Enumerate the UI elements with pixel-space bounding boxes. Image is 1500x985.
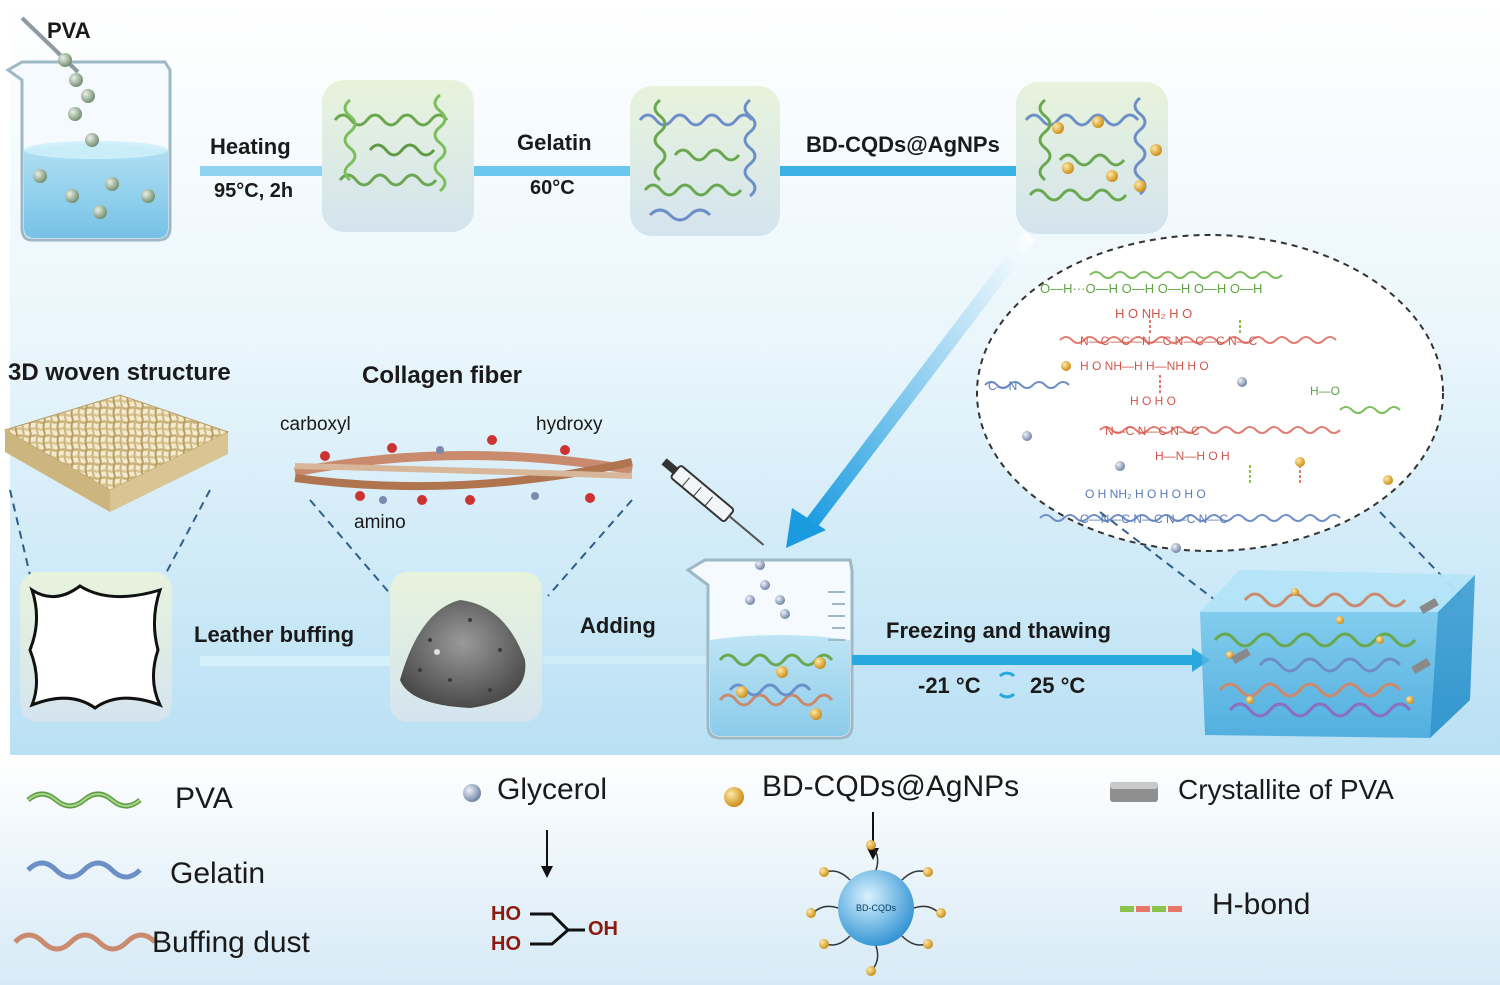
collagen-title: Collagen fiber bbox=[362, 362, 523, 389]
legend-crystallite-label: Crystallite of PVA bbox=[1178, 774, 1394, 805]
arrow-bdcqds bbox=[780, 166, 1018, 176]
buffing-dust-box bbox=[390, 572, 542, 722]
gelatin-step-condition: 60°C bbox=[530, 177, 575, 199]
syringe bbox=[661, 458, 765, 546]
carboxyl-label: carboxyl bbox=[280, 414, 351, 435]
legend-hbond-label: H-bond bbox=[1212, 888, 1311, 921]
mixing-beaker bbox=[685, 558, 854, 740]
glycerol-ho-bottom: HO bbox=[491, 933, 521, 955]
gelatin-step-label: Gelatin bbox=[517, 130, 592, 155]
amino-label: amino bbox=[354, 512, 406, 533]
leather-outline-box bbox=[20, 572, 172, 722]
heating-condition: 95°C, 2h bbox=[214, 180, 294, 202]
freeze-high-temp: 25 °C bbox=[1030, 673, 1086, 698]
legend-buffing-dust-swatch bbox=[13, 932, 157, 952]
freeze-thaw-label: Freezing and thawing bbox=[886, 618, 1111, 643]
bdcqds-core-label: BD-CQDs bbox=[856, 903, 896, 913]
legend-glycerol-label: Glycerol bbox=[497, 773, 608, 806]
glycerol-skeleton bbox=[530, 912, 585, 946]
hydroxy-label: hydroxy bbox=[536, 414, 603, 435]
arrow-heating bbox=[200, 166, 325, 176]
arrow-buffing bbox=[200, 656, 390, 666]
legend-bdcqds-label: BD-CQDs@AgNPs bbox=[762, 770, 1020, 803]
svg-text:C—N—C N—C N—C N—C: C—N—C N—C N—C N—C bbox=[1080, 512, 1228, 526]
zoom-line-right bbox=[1379, 511, 1461, 596]
bdcqds-sphere bbox=[806, 840, 946, 976]
arrow-adding bbox=[543, 656, 713, 664]
freeze-low-temp: -21 °C bbox=[918, 673, 981, 698]
heating-label: Heating bbox=[210, 134, 291, 159]
svg-text:O—H···O—H O—H O—H O—H: O—H···O—H O—H O—H O—H O—H bbox=[1040, 281, 1262, 296]
legend-hbond-swatch bbox=[1120, 906, 1182, 912]
legend-panel-background bbox=[0, 755, 1500, 985]
legend-bdcqds-ball bbox=[724, 787, 744, 807]
pva-beaker-label: PVA bbox=[47, 18, 91, 43]
pva-network-box bbox=[322, 80, 474, 232]
woven-structure bbox=[3, 394, 230, 512]
freeze-thaw-cycle-icon bbox=[998, 671, 1016, 699]
arrow-freeze bbox=[852, 655, 1192, 665]
hydrogel-block bbox=[1200, 570, 1475, 738]
legend-gelatin-swatch bbox=[26, 860, 142, 880]
svg-text:H—O: H—O bbox=[1310, 384, 1340, 398]
svg-text:O H NH₂ H O H O: O H NH₂ H O H O H O bbox=[1085, 487, 1206, 501]
svg-text:N—C—C—N—C N—C—C N—C: N—C—C—N—C N—C—C N—C bbox=[1080, 334, 1258, 348]
pva-gelatin-network-box bbox=[630, 86, 780, 236]
legend-gelatin-label: Gelatin bbox=[170, 857, 266, 890]
woven-title: 3D woven structure bbox=[8, 359, 231, 386]
svg-text:H—N—H O H: H—N—H O H bbox=[1155, 449, 1230, 463]
arrow-gelatin bbox=[474, 166, 632, 176]
collagen-fiber bbox=[294, 435, 633, 505]
zoom-line-left bbox=[1099, 511, 1216, 601]
svg-text:N—C N—C N—C: N—C N—C N—C bbox=[1105, 424, 1200, 438]
legend-pva-label: PVA bbox=[175, 782, 233, 815]
glycerol-oh: OH bbox=[588, 918, 618, 940]
adding-label: Adding bbox=[580, 613, 656, 638]
leather-buffing-label: Leather buffing bbox=[194, 622, 355, 647]
legend-buffing-dust-label: Buffing dust bbox=[152, 926, 310, 959]
glycerol-ho-top: HO bbox=[491, 903, 521, 925]
svg-text:H O NH—H H—NH H O: H O NH—H H—NH H O bbox=[1080, 359, 1209, 373]
svg-text:H O NH₂ H O: H O NH₂ H O bbox=[1115, 306, 1192, 321]
legend-pva-swatch bbox=[26, 791, 142, 809]
molecular-zoom-ellipse: O—H···O—H O—H O—H O—H O—H H O NH₂ H O N—… bbox=[976, 234, 1444, 553]
bdcqds-network-box bbox=[1016, 82, 1168, 234]
arrow-to-beaker bbox=[786, 231, 1036, 548]
pva-beaker bbox=[5, 16, 172, 242]
bdcqds-step-label: BD-CQDs@AgNPs bbox=[806, 132, 1000, 157]
legend-glycerol-ball bbox=[463, 784, 481, 802]
svg-text:C—N: C—N bbox=[988, 379, 1017, 393]
svg-text:H O H O: H O H O bbox=[1130, 394, 1176, 408]
